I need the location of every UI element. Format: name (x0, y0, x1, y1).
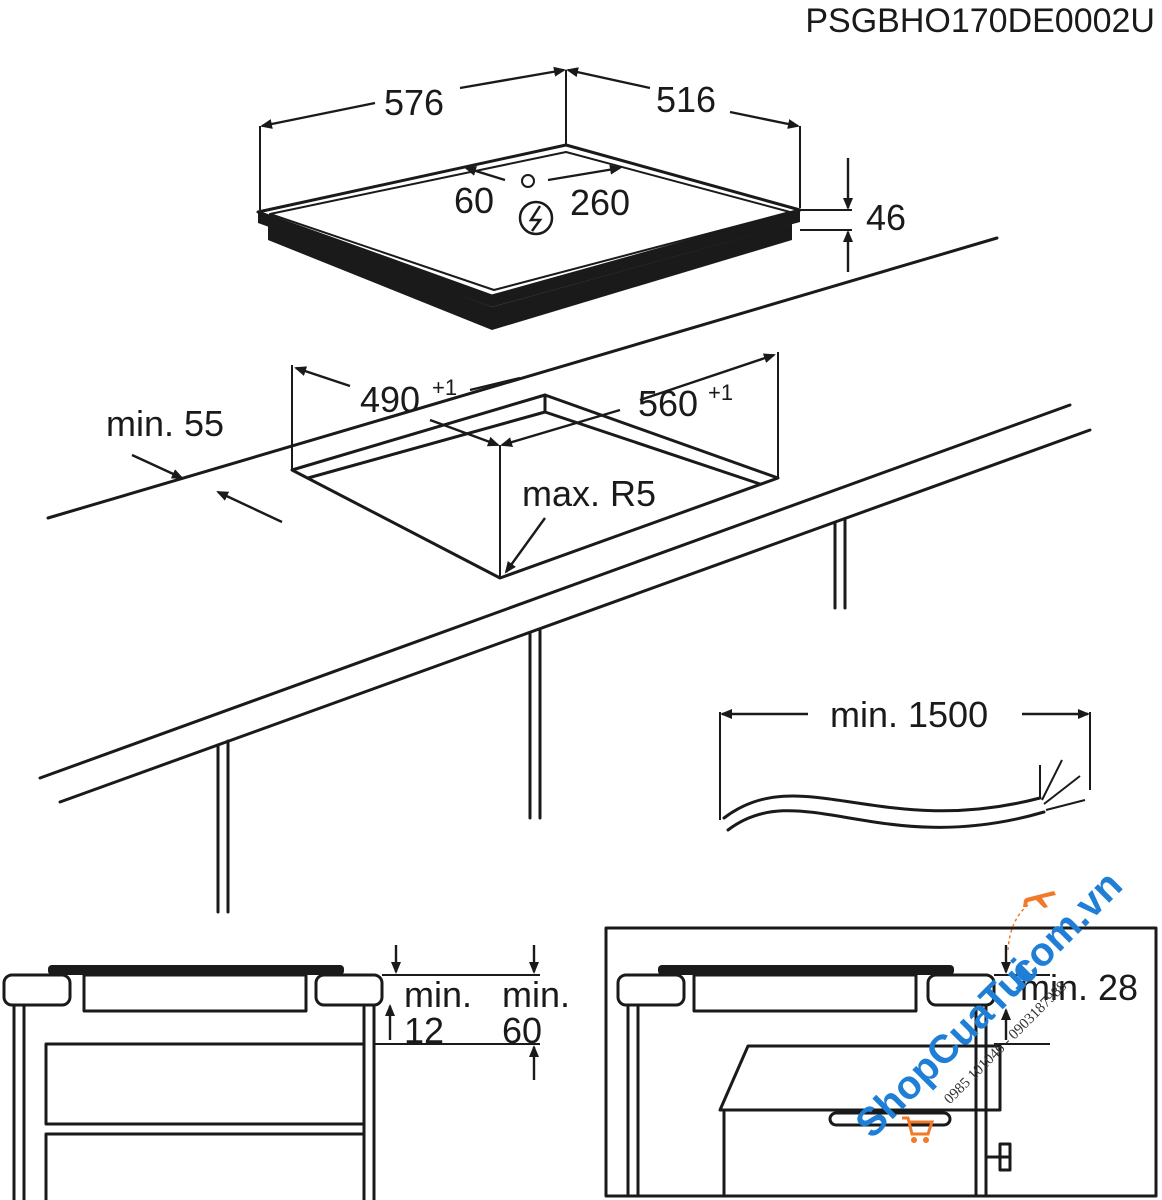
gap-label-a: min. (404, 974, 472, 1015)
cutout-depth-tolerance: +1 (708, 380, 733, 405)
cutout-width-label: 490 (360, 379, 420, 420)
hob-illustration (256, 143, 802, 330)
oven-gap-label: min. 28 (1020, 967, 1138, 1008)
drawing-code: PSGBHO170DE0002U (805, 2, 1155, 40)
cutout-dimension-lines (131, 352, 779, 578)
gap-value-a: 12 (404, 1010, 444, 1051)
watermark-logo: ShopCuaTui .com.vn 0985 101046 - 0903187… (847, 863, 1131, 1147)
connection-point-icon (521, 174, 535, 188)
hob-dimension-lines (259, 66, 853, 272)
hob-width-label: 576 (384, 82, 444, 123)
cutout-width-tolerance: +1 (432, 375, 457, 400)
corner-radius-label: max. R5 (522, 473, 656, 514)
cutout-depth-label: 560 (638, 383, 698, 424)
min-distance-label: min. 55 (106, 403, 224, 444)
hob-depth-label: 516 (656, 79, 716, 120)
gap-label-b: min. (502, 974, 570, 1015)
conn-offset-right-label: 260 (570, 182, 630, 223)
cable-illustration (719, 709, 1091, 832)
shopping-cart-icon (902, 1116, 935, 1143)
drawer-installation-illustration (2, 945, 540, 1200)
gap-value-b: 60 (502, 1010, 542, 1051)
oven-installation-illustration (604, 926, 1158, 1198)
electric-symbol-icon (518, 200, 554, 236)
airplane-icon (1023, 891, 1056, 908)
conn-offset-left-label: 60 (454, 180, 494, 221)
cable-length-label: min. 1500 (830, 694, 988, 735)
hob-height-label: 46 (866, 197, 906, 238)
